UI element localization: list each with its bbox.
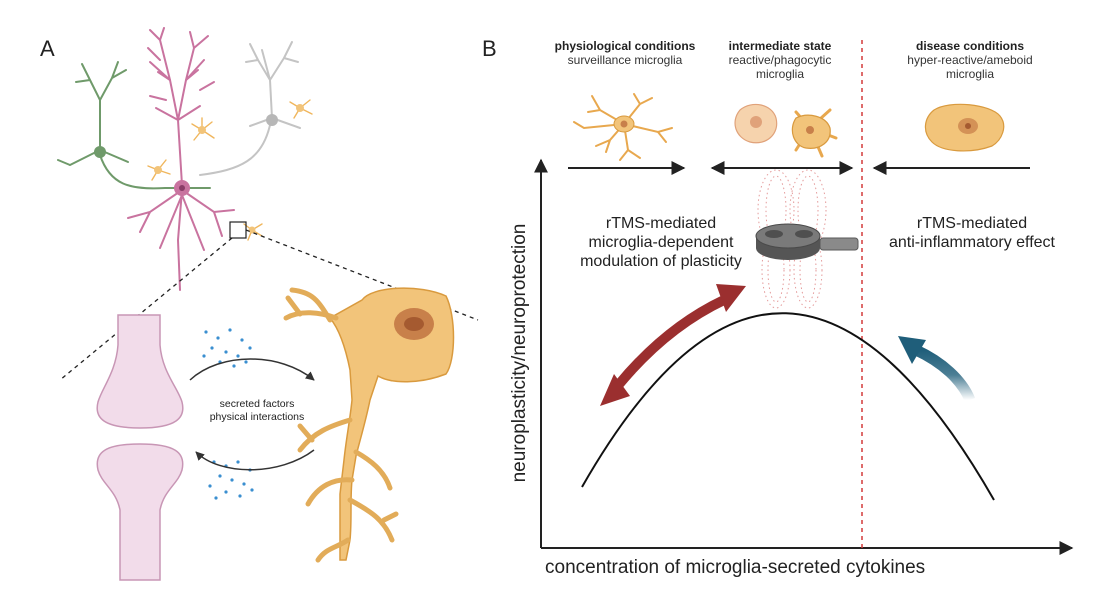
grey-neuron-soma (266, 114, 278, 126)
grey-neuron (199, 41, 301, 176)
interaction-label-line1: secreted factors (219, 398, 295, 410)
microglia-reactive-icon (734, 103, 838, 158)
pink-neuron (127, 27, 235, 291)
panel-label-b: B (482, 36, 497, 61)
annotation-plasticity-modulation: rTMS-mediated microglia-dependent modula… (566, 214, 756, 271)
secreted-factor-dots (202, 328, 254, 500)
condition-intermediate: intermediate state reactive/phagocytic m… (695, 39, 865, 81)
annotation-line: microglia-dependent (588, 234, 734, 251)
annotation-line: anti-inflammatory effect (889, 234, 1055, 251)
neuron-network-illustration (57, 27, 313, 291)
y-axis-label: neuroplasticity/neuroprotection (509, 223, 530, 483)
annotation-line: rTMS-mediated (916, 215, 1028, 232)
interaction-label: secreted factors physical interactions (194, 398, 320, 424)
condition-line2: microglia (945, 67, 994, 81)
condition-line2: microglia (755, 67, 804, 81)
condition-line1: hyper-reactive/ameboid (907, 53, 1033, 67)
condition-physiological: physiological conditions surveillance mi… (520, 39, 730, 67)
anti-inflammatory-arrow (898, 336, 976, 403)
microglia-ameboid-icon (924, 103, 1005, 152)
small-microglia (147, 99, 313, 241)
condition-heading: intermediate state (728, 39, 832, 53)
annotation-line: rTMS-mediated (605, 215, 717, 232)
interaction-label-line2: physical interactions (209, 411, 305, 423)
green-neuron-soma (94, 146, 106, 158)
condition-disease: disease conditions hyper-reactive/ameboi… (870, 39, 1070, 81)
condition-heading: physiological conditions (554, 39, 696, 53)
annotation-anti-inflammatory: rTMS-mediated anti-inflammatory effect (862, 214, 1082, 252)
interaction-arrow-top (189, 358, 315, 381)
condition-heading: disease conditions (915, 39, 1025, 53)
condition-line1: reactive/phagocytic (728, 53, 832, 67)
x-axis-label: concentration of microglia-secreted cyto… (545, 557, 926, 578)
green-neuron (57, 61, 211, 190)
annotation-line: modulation of plasticity (580, 253, 742, 270)
interaction-arrow-bottom (195, 449, 315, 471)
zoom-line-left (59, 237, 233, 381)
synapse-illustration (96, 314, 184, 581)
modulation-arrow (600, 284, 746, 406)
zoom-line-right (245, 229, 479, 321)
large-microglia-illustration (283, 287, 455, 563)
plasticity-curve (581, 312, 995, 501)
panel-label-a: A (40, 36, 55, 61)
rtms-coil-icon (755, 223, 859, 260)
condition-line1: surveillance microglia (567, 53, 683, 67)
